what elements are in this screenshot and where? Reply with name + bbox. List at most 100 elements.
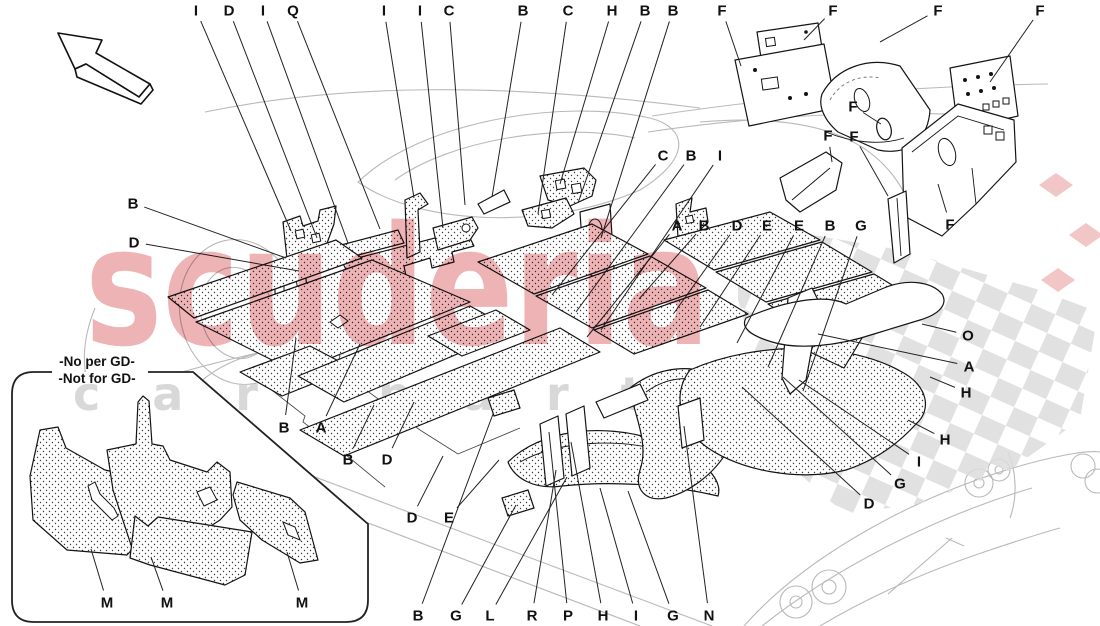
leader-line-i-0	[200, 20, 292, 232]
part-shelf-piece	[743, 281, 945, 347]
part-label-i-43: I	[634, 607, 638, 624]
part-label-m-55: M	[161, 594, 174, 611]
part-label-b-28: B	[825, 217, 836, 234]
leader-line-b-21	[575, 164, 685, 313]
part-label-a-49: A	[316, 419, 327, 436]
part-small-square-2	[501, 489, 535, 517]
part-label-a-31: A	[964, 358, 975, 375]
mat-runner	[299, 327, 601, 457]
part-label-o-30: O	[962, 327, 974, 344]
leader-line-i-4	[385, 21, 415, 199]
leader-line-i-34	[798, 379, 910, 455]
leader-line-m-56	[286, 551, 300, 591]
part-label-d-36: D	[864, 495, 875, 512]
leader-line-m-54	[90, 548, 105, 591]
part-label-i-2: I	[261, 2, 265, 19]
part-label-f-14: F	[933, 2, 942, 19]
part-label-f-17: F	[823, 127, 832, 144]
leader-line-b-37	[421, 413, 494, 604]
mat-center-small	[427, 309, 531, 357]
mat-center-1	[477, 223, 649, 295]
leader-line-b-10	[577, 21, 642, 204]
part-h-plate	[539, 167, 597, 207]
part-label-p-41: P	[563, 607, 573, 624]
part-label-h-42: H	[598, 607, 609, 624]
part-label-c-8: C	[563, 2, 574, 19]
leader-line-a-31	[817, 333, 958, 365]
mat-m1-slot	[87, 481, 119, 521]
leader-line-h-9	[559, 21, 610, 185]
leader-line-b-7	[491, 21, 522, 198]
mat-center-3	[593, 289, 749, 355]
part-label-e-27: E	[794, 217, 804, 234]
part-label-f-19: F	[945, 216, 954, 233]
part-label-h-33: H	[940, 431, 951, 448]
leader-line-q-3	[296, 20, 381, 230]
part-label-e-26: E	[762, 217, 772, 234]
part-label-d-51: D	[382, 451, 393, 468]
part-wedge-small	[477, 189, 511, 215]
part-label-i-0: I	[194, 2, 198, 19]
part-label-e-53: E	[444, 509, 454, 526]
leader-line-m-55	[150, 556, 164, 591]
leader-line-f-18	[859, 146, 889, 197]
part-label-b-24: B	[699, 217, 710, 234]
leader-line-f-12	[725, 21, 742, 67]
part-label-b-50: B	[343, 451, 354, 468]
leader-line-i-22	[600, 164, 714, 331]
part-label-d-47: D	[129, 234, 140, 251]
part-label-l-39: L	[485, 607, 494, 624]
leader-line-a-49	[325, 343, 361, 417]
part-label-f-13: F	[828, 2, 837, 19]
leader-line-b-48	[285, 337, 297, 416]
mat-right-2	[715, 241, 873, 303]
leader-line-c-20	[551, 164, 656, 296]
leader-line-d-36	[741, 386, 861, 496]
leader-line-d-25	[673, 234, 731, 314]
mat-m4	[232, 481, 319, 564]
part-label-d-1: D	[224, 2, 235, 19]
leader-line-r-40	[533, 469, 557, 604]
inset-box	[11, 371, 369, 623]
leader-line-d-1	[232, 21, 318, 239]
part-label-b-21: B	[686, 147, 697, 164]
part-label-h-32: H	[961, 384, 972, 401]
mat-m4-slot	[282, 521, 301, 541]
part-label-d-25: D	[732, 217, 743, 234]
part-small-square-1	[487, 389, 521, 417]
leader-line-f-19	[937, 183, 948, 213]
leader-line-b-28	[767, 235, 826, 368]
leader-line-o-30	[921, 323, 957, 333]
part-label-r-40: R	[527, 607, 538, 624]
part-n-fin	[677, 397, 705, 449]
leader-line-g-29	[802, 236, 858, 392]
part-label-h-9: H	[607, 2, 618, 19]
leader-line-c-6	[449, 21, 466, 206]
panel-f-curved	[820, 61, 931, 152]
part-label-f-18: F	[849, 128, 858, 145]
part-label-b-46: B	[128, 195, 139, 212]
leader-line-e-53	[456, 459, 500, 509]
part-label-f-15: F	[1035, 2, 1044, 19]
part-label-c-20: C	[658, 147, 669, 164]
inset-note-line2: -Not for GD-	[58, 371, 135, 386]
part-label-g-35: G	[894, 475, 906, 492]
leader-line-d-52	[416, 455, 444, 507]
mat-m2-hole	[196, 486, 218, 507]
leader-line-b-24	[638, 233, 697, 300]
leader-line-i-5	[420, 21, 444, 229]
leader-line-g-44	[627, 490, 670, 604]
leader-line-h-42	[570, 441, 602, 604]
leader-line-d-47	[145, 243, 300, 272]
part-label-d-52: D	[407, 509, 418, 526]
leader-line-n-45	[683, 425, 708, 604]
mat-m3	[129, 515, 253, 586]
part-label-b-7: B	[518, 2, 529, 19]
firewall-panels-group	[734, 22, 1019, 264]
leader-line-h-33	[907, 419, 935, 434]
leader-line-i-2	[266, 21, 349, 244]
leader-line-d-51	[391, 401, 415, 449]
panel-f-box	[734, 43, 837, 127]
part-label-b-10: B	[640, 2, 651, 19]
